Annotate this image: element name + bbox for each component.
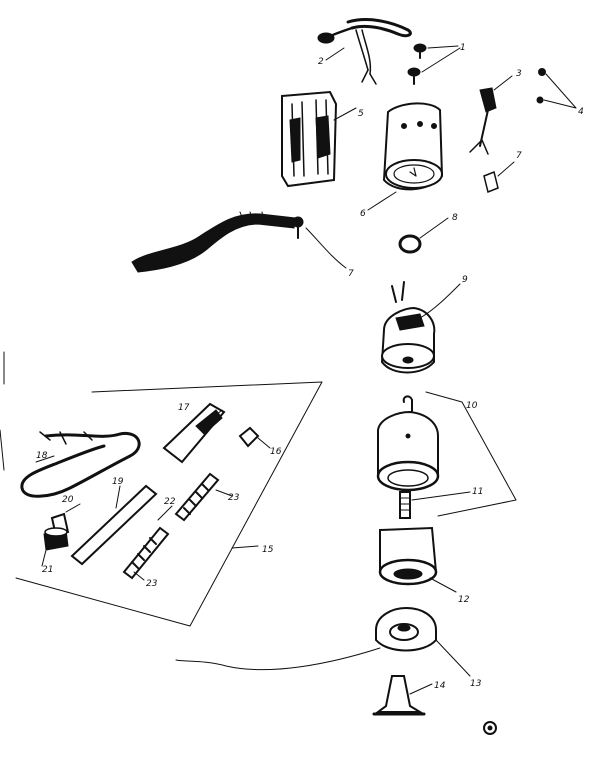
part-21-fitting[interactable] bbox=[41, 527, 69, 567]
label-part-15: 15 bbox=[262, 545, 274, 555]
part-15-accessory-kit[interactable] bbox=[15, 381, 323, 627]
label-part-3: 3 bbox=[516, 69, 522, 79]
part-7-hose[interactable] bbox=[131, 211, 347, 273]
part-2-cord[interactable] bbox=[317, 18, 412, 85]
part-14-nozzle[interactable] bbox=[372, 675, 497, 735]
label-part-8: 8 bbox=[452, 213, 458, 223]
part-17-crevice-tool[interactable] bbox=[162, 402, 226, 464]
label-part-23b: 23 bbox=[146, 579, 158, 589]
label-part-6: 6 bbox=[360, 209, 366, 219]
label-part-4: 4 bbox=[578, 107, 584, 117]
label-part-22: 22 bbox=[164, 497, 176, 507]
part-1-screws[interactable] bbox=[407, 43, 461, 85]
part-7-fitting[interactable] bbox=[483, 161, 515, 194]
label-part-2: 2 bbox=[318, 57, 324, 67]
label-part-23a: 23 bbox=[228, 493, 240, 503]
part-18-cord-loop[interactable] bbox=[20, 431, 141, 498]
part-16-nozzle[interactable] bbox=[238, 426, 271, 449]
label-part-19: 19 bbox=[112, 477, 124, 487]
label-part-21: 21 bbox=[42, 565, 53, 575]
part-4-screws[interactable] bbox=[536, 68, 577, 109]
label-part-1: 1 bbox=[460, 43, 466, 53]
label-part-12: 12 bbox=[458, 595, 470, 605]
label-part-7a: 7 bbox=[348, 269, 354, 279]
label-part-17: 17 bbox=[178, 403, 190, 413]
part-5-filter-bag[interactable] bbox=[281, 90, 357, 188]
label-part-18: 18 bbox=[36, 451, 48, 461]
part-11-shaft[interactable] bbox=[399, 491, 471, 519]
part-3-brush[interactable] bbox=[469, 75, 513, 155]
part-13-base[interactable] bbox=[175, 606, 471, 677]
label-part-9: 9 bbox=[462, 275, 468, 285]
label-part-11: 11 bbox=[472, 487, 483, 497]
label-part-5: 5 bbox=[358, 109, 364, 119]
label-part-10: 10 bbox=[466, 401, 478, 411]
part-10-housing[interactable] bbox=[376, 391, 517, 517]
part-8-gasket[interactable] bbox=[398, 217, 449, 254]
label-part-20: 20 bbox=[62, 495, 74, 505]
part-6-canister[interactable] bbox=[367, 102, 444, 211]
part-9-motor[interactable] bbox=[380, 281, 461, 374]
part-19-wand[interactable] bbox=[70, 484, 158, 566]
label-part-16: 16 bbox=[270, 447, 282, 457]
part-23-tube-upper[interactable] bbox=[174, 472, 233, 522]
part-12-impeller-cup[interactable] bbox=[378, 526, 457, 593]
label-part-14: 14 bbox=[434, 681, 446, 691]
part-23-tube-lower[interactable] bbox=[122, 505, 173, 581]
label-part-13: 13 bbox=[470, 679, 482, 689]
label-part-7b: 7 bbox=[516, 151, 522, 161]
